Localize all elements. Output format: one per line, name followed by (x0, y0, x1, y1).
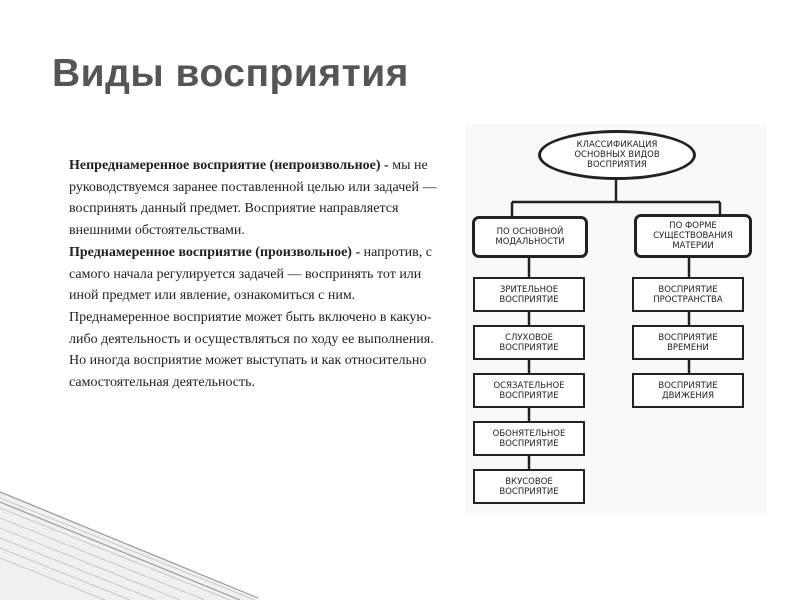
leaf-visual: ЗРИТЕЛЬНОЕ ВОСПРИЯТИЕ (473, 277, 585, 312)
leaf-tactile: ОСЯЗАТЕЛЬНОЕ ВОСПРИЯТИЕ (473, 373, 585, 408)
classification-diagram: КЛАССИФИКАЦИЯ ОСНОВНЫХ ВИДОВ ВОСПРИЯТИЯ … (466, 124, 766, 513)
body-text: Непреднамеренное восприятие (непроизволь… (69, 155, 441, 394)
root-node: КЛАССИФИКАЦИЯ ОСНОВНЫХ ВИДОВ ВОСПРИЯТИЯ (538, 130, 696, 180)
leaf-motion: ВОСПРИЯТИЕ ДВИЖЕНИЯ (632, 373, 744, 408)
leaf-auditory: СЛУХОВОЕ ВОСПРИЯТИЕ (473, 325, 585, 360)
leaf-space: ВОСПРИЯТИЕ ПРОСТРАНСТВА (632, 277, 744, 312)
corner-decoration (0, 490, 260, 600)
definition-involuntary: мы не руководствуемся заранее поставленн… (69, 158, 437, 239)
page-title: Виды восприятия (52, 52, 409, 95)
paragraph-voluntary: Преднамеренное восприятие (произвольное)… (69, 242, 441, 394)
category-modality: ПО ОСНОВНОЙ МОДАЛЬНОСТИ (472, 216, 588, 258)
category-matter-form: ПО ФОРМЕ СУЩЕСТВОВАНИЯ МАТЕРИИ (634, 214, 752, 258)
term-involuntary: Непреднамеренное восприятие (непроизволь… (69, 158, 389, 173)
paragraph-involuntary: Непреднамеренное восприятие (непроизволь… (69, 155, 441, 242)
term-voluntary: Преднамеренное восприятие (произвольное)… (69, 244, 361, 260)
leaf-time: ВОСПРИЯТИЕ ВРЕМЕНИ (632, 325, 744, 360)
leaf-gustatory: ВКУСОВОЕ ВОСПРИЯТИЕ (473, 469, 585, 504)
leaf-olfactory: ОБОНЯТЕЛЬНОЕ ВОСПРИЯТИЕ (473, 421, 585, 456)
definition-voluntary: напротив, с самого начала регулируется з… (69, 244, 434, 391)
